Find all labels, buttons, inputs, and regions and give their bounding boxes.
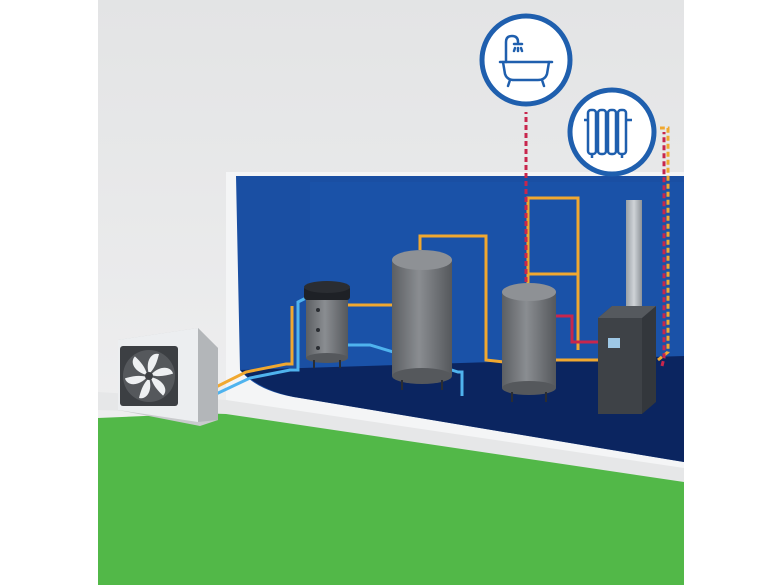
pavement: [98, 392, 684, 482]
chimney-flue: [626, 200, 642, 320]
pipe-red-boiler: [556, 314, 598, 344]
buffer-tank-small: [304, 281, 350, 368]
callout-hot-water: [479, 13, 573, 107]
pipe-orange-loop: [418, 234, 505, 364]
hot-water-cylinder: [502, 283, 556, 402]
outdoor-heat-pump: [118, 328, 218, 426]
grass-ground: [98, 412, 684, 585]
pipe-network: [213, 112, 670, 397]
callout-radiator: [567, 87, 657, 177]
boiler-display: [608, 338, 620, 348]
heat-pump-end: [198, 328, 218, 422]
basement-floor: [240, 356, 684, 462]
pipe-orange-outdoor: [213, 306, 294, 390]
bathtub-shower-icon: [498, 34, 554, 88]
storage-tank-large: [392, 250, 452, 390]
pipe-blue-outdoor: [213, 296, 307, 397]
fan-icon: [123, 350, 175, 402]
indoor-boiler-unit: [598, 306, 656, 414]
pipe-red-radiator: [660, 132, 666, 367]
radiator-icon: [584, 108, 632, 158]
pipe-orange-radiator: [657, 126, 670, 362]
